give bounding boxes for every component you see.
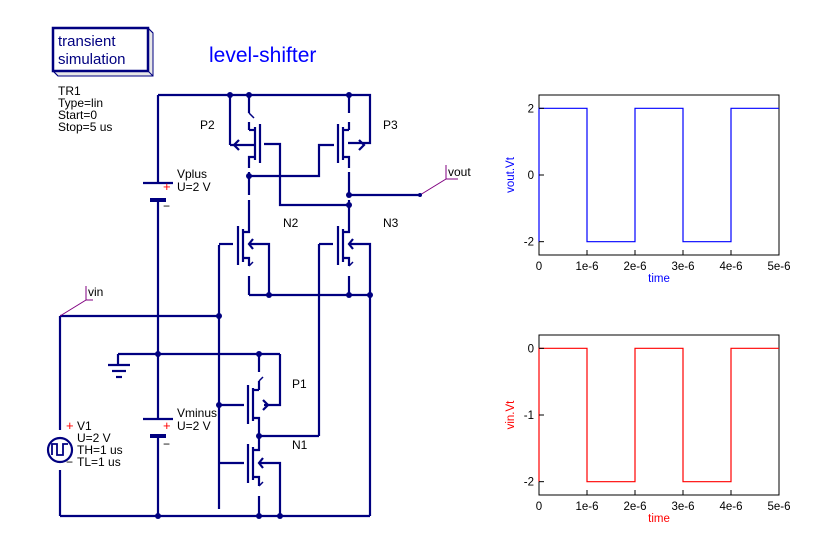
label-n3: N3 [383,216,399,230]
y-tick-label: 2 [528,103,534,115]
label-n2: N2 [283,216,299,230]
x-tick-label: 1e-6 [575,501,598,513]
battery-vplus[interactable] [143,181,173,202]
x-tick-label: 4e-6 [719,501,742,513]
transistor-p3[interactable] [336,124,366,163]
transistor-p1[interactable] [246,376,270,424]
transient-simulation-block[interactable]: transient simulation [51,26,154,77]
v1-minus: − [66,455,73,469]
x-tick-label: 0 [536,261,542,273]
sim-start: Start=0 [58,108,97,122]
label-p3: P3 [383,118,398,132]
junction-dots [155,92,422,519]
vin-label: vin [88,285,103,299]
vminus-minus: − [163,437,170,451]
transistor-p2[interactable] [232,112,262,163]
x-axis-label: time [648,513,670,525]
transistor-n2[interactable] [236,226,254,267]
vplus-name: Vplus [177,167,207,181]
sim-name: TR1 [58,84,81,98]
vplus-plus: + [163,179,171,194]
x-tick-label: 3e-6 [671,261,694,273]
y-tick-label: -2 [524,477,534,489]
schematic-title: level-shifter [209,44,316,67]
x-tick-label: 2e-6 [623,261,646,273]
plot-frame [538,94,780,256]
v1-tl: TL=1 us [77,455,121,469]
vin-wire-label [59,286,93,317]
x-tick-label: 1e-6 [575,261,598,273]
vminus-value: U=2 V [177,419,211,433]
label-p2: P2 [200,118,215,132]
sim-stop: Stop=5 us [58,120,112,134]
x-tick-label: 5e-6 [767,261,790,273]
series-line-vout-Vt [538,107,779,243]
v1-th: TH=1 us [77,443,123,457]
y-tick-label: 0 [528,343,534,355]
wires [58,93,420,518]
transistor-n1[interactable] [246,444,264,487]
vout-label: vout [448,165,471,179]
v1-value: U=2 V [77,431,111,445]
label-n1: N1 [292,438,308,452]
x-tick-label: 2e-6 [623,501,646,513]
vminus-plus: + [163,418,171,433]
vminus-name: Vminus [177,406,217,420]
y-tick-label: -1 [524,410,534,422]
ground-icon [108,363,130,379]
sim-box-line1: transient [58,33,116,50]
x-axis-label: time [648,273,670,285]
label-p1: P1 [292,377,307,391]
vout-wire-label [419,165,458,196]
y-axis-label: vout.Vt [505,156,517,193]
x-tick-label: 0 [536,501,542,513]
y-tick-label: -2 [524,237,534,249]
plot-frame [538,334,780,496]
x-tick-label: 5e-6 [767,501,790,513]
x-tick-label: 3e-6 [671,501,694,513]
sim-type: Type=lin [58,96,103,110]
vin-plot[interactable]: 0 1e-6 2e-6 3e-6 4e-6 5e-6 0 -1 -2 time vin.Vt [505,334,791,525]
v1-name: V1 [77,419,92,433]
v1-plus: + [66,418,74,433]
series-line-vin-Vt [538,347,779,483]
sim-box-line2: simulation [58,51,126,68]
transistor-n3[interactable] [336,226,354,267]
pulse-source-v1[interactable] [46,436,74,464]
y-axis-label: vin.Vt [505,400,517,430]
x-tick-label: 4e-6 [719,261,742,273]
vplus-minus: − [163,199,170,213]
vplus-value: U=2 V [177,180,211,194]
battery-vminus[interactable] [143,417,173,438]
y-tick-label: 0 [528,170,534,182]
